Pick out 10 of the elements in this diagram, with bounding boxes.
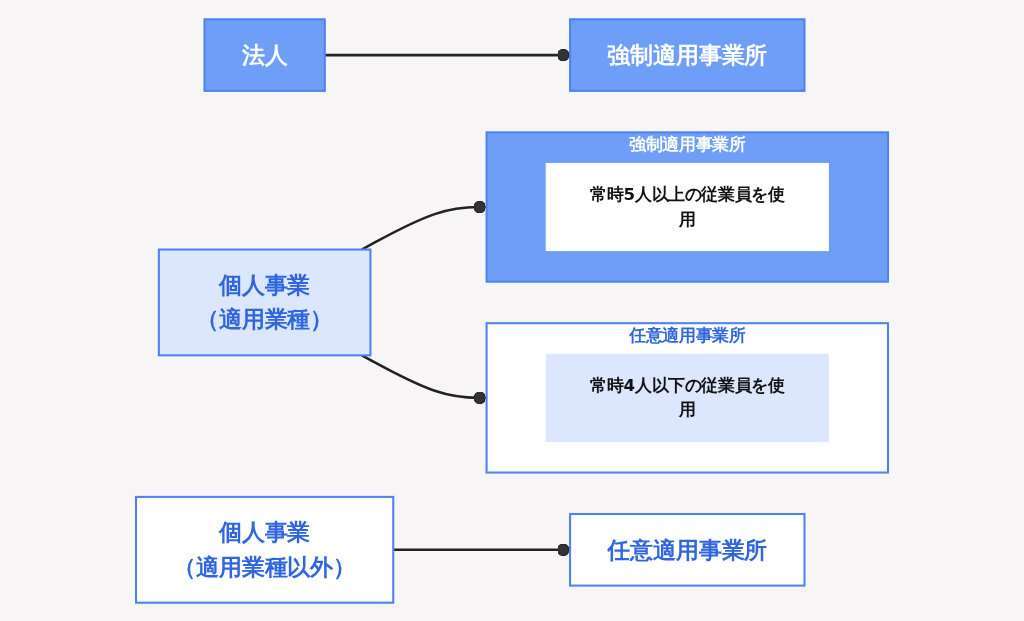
node-box: 任意適用事業所 [569,512,806,587]
node-box: 常時4人以下の従業員を使用 [545,353,829,442]
node-box: 強制適用事業所 [569,17,806,92]
node-box: 常時5人以上の従業員を使用 [545,162,829,251]
node-box: 個人事業 （適用業種） [157,248,372,356]
node-box: 個人事業 （適用業種以外） [135,495,395,604]
connector [324,48,571,61]
connector [393,543,571,556]
node-box: 法人 [203,17,326,92]
connector [361,200,487,251]
